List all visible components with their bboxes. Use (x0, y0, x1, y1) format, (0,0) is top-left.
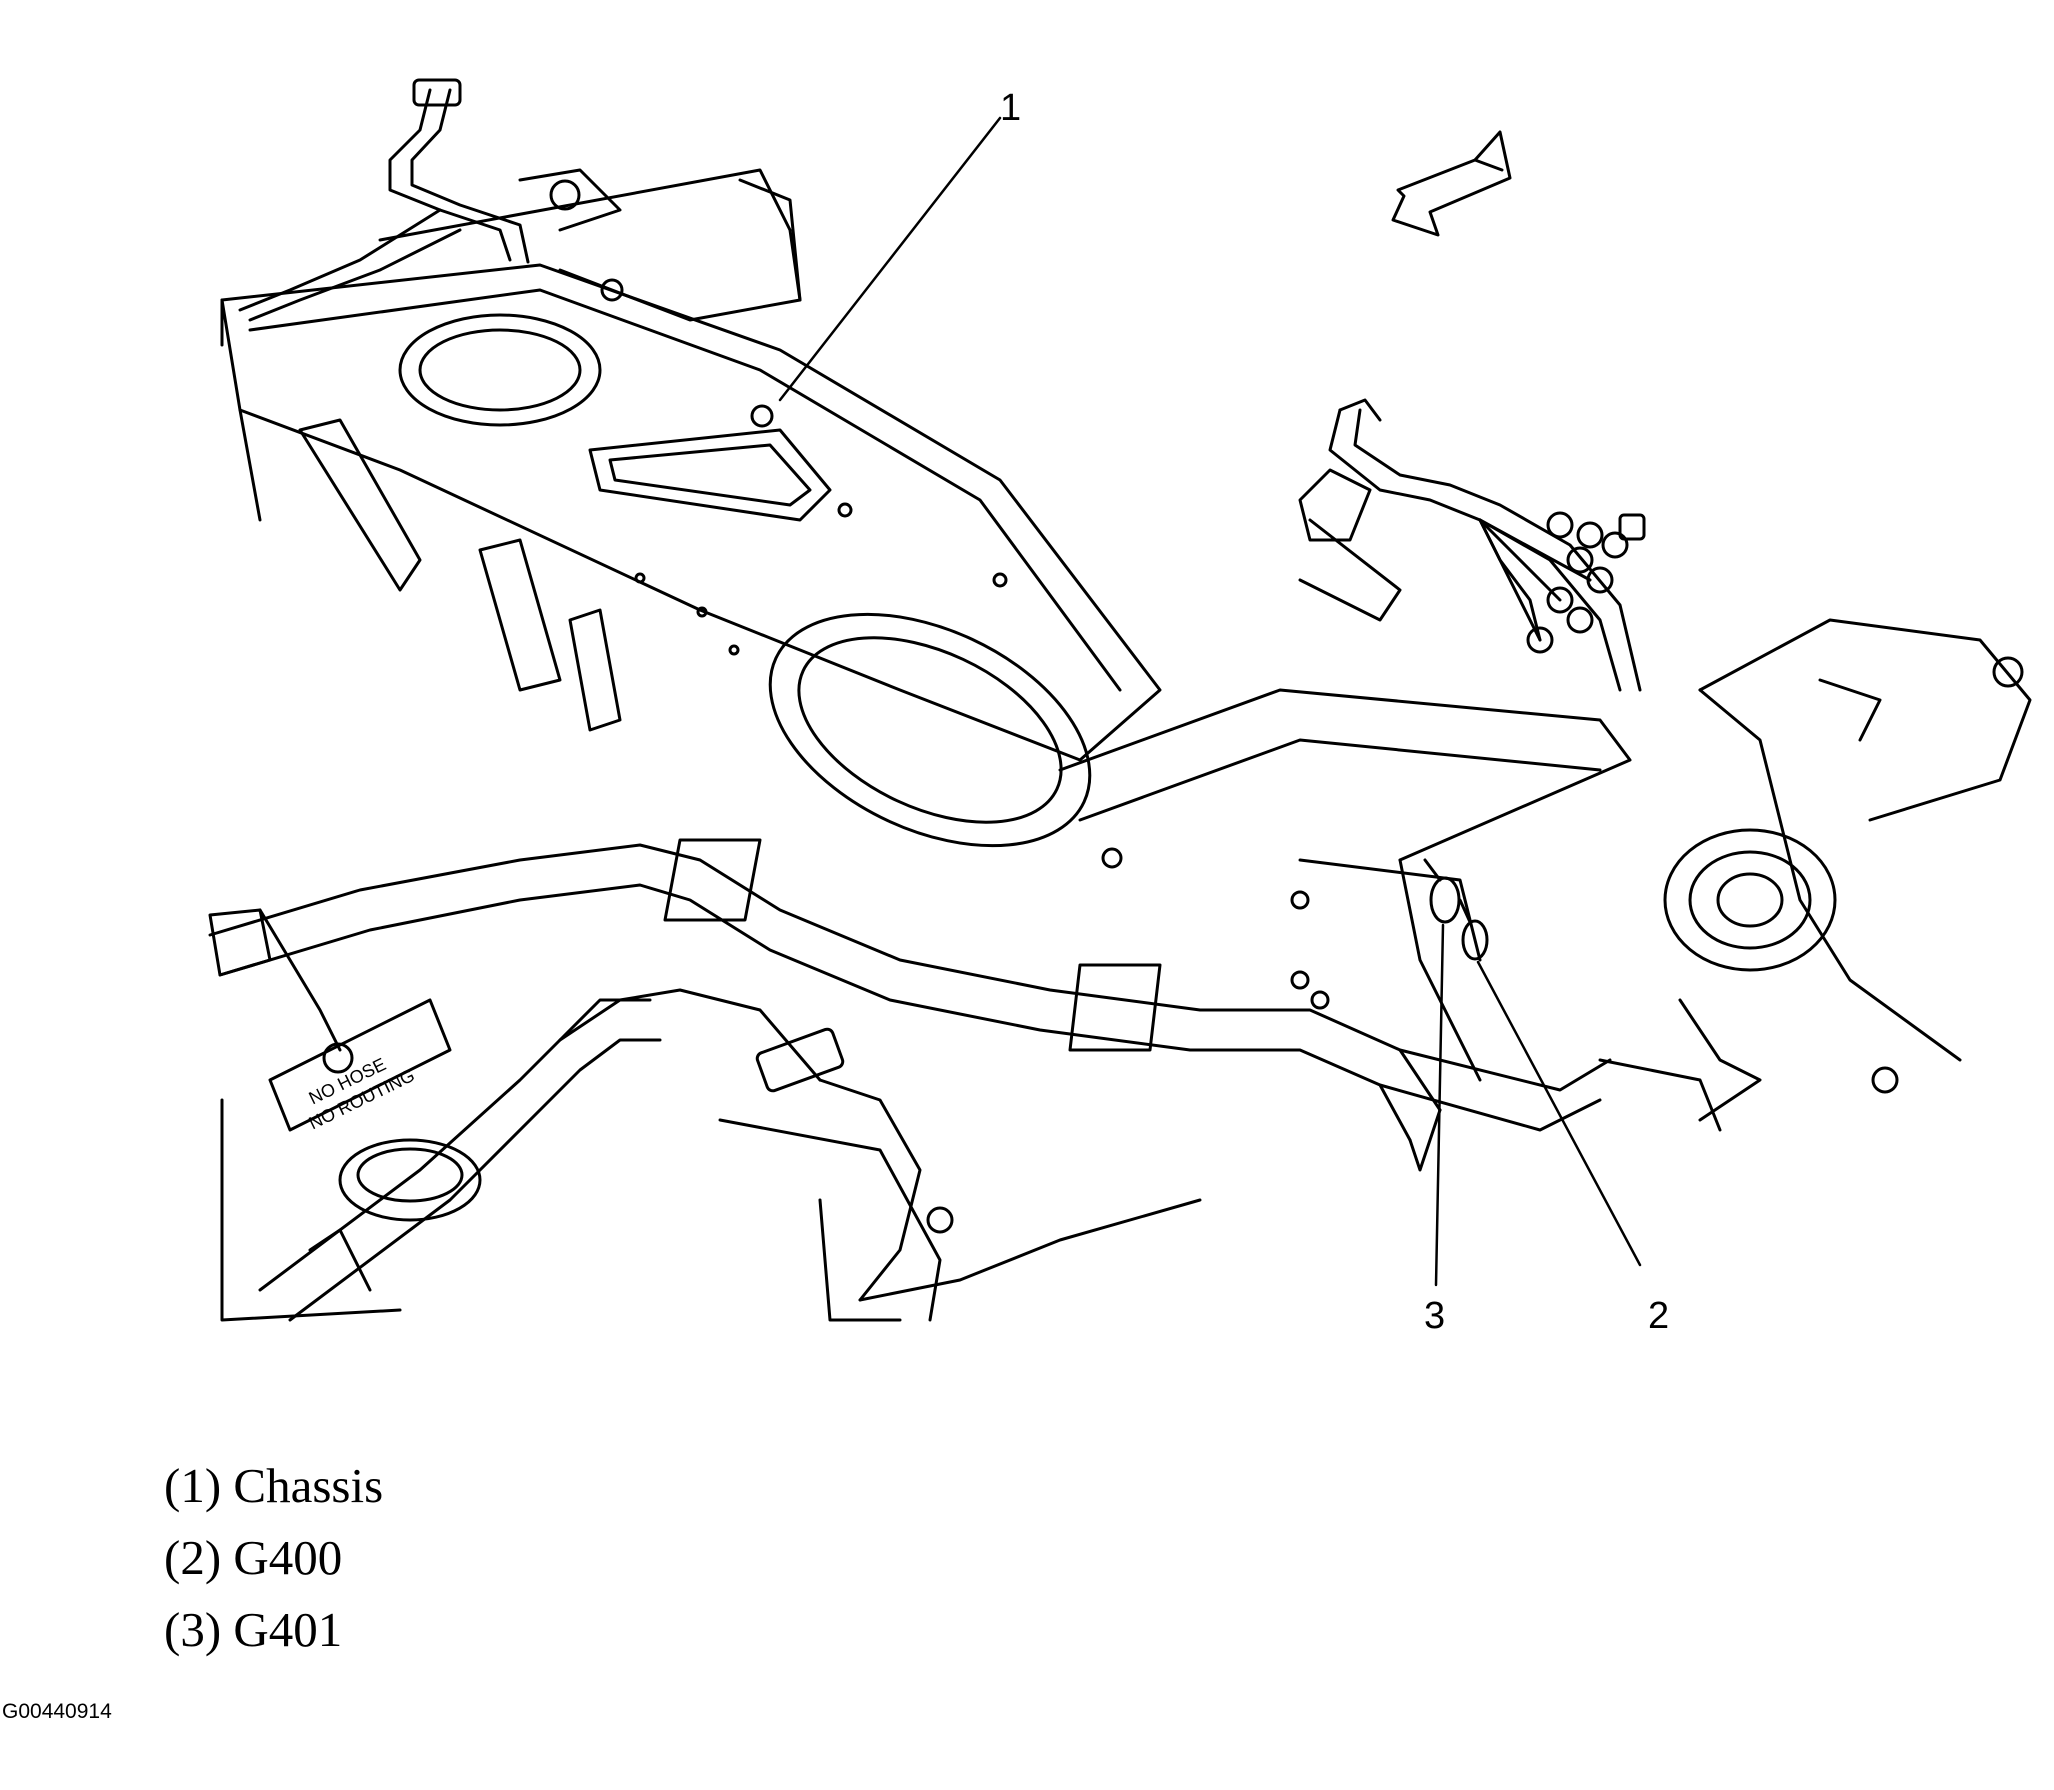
upper-frame-bracket (378, 168, 802, 322)
main-wiring-harness (208, 838, 1612, 1172)
figure-code: G00440914 (2, 1700, 112, 1723)
legend-item-g400: (2) G400 (164, 1530, 343, 1585)
callout-2-leader (1476, 960, 1642, 1267)
legend: (1) Chassis (2) G400 (3) G401 (164, 1450, 383, 1666)
floor-round-opening (220, 1098, 482, 1322)
callout-2-label: 2 (1648, 1295, 1669, 1337)
legend-item-g401: (3) G401 (164, 1602, 343, 1657)
callout-1-label: 1 (1000, 87, 1021, 129)
left-lower-harness (258, 988, 1202, 1322)
direction-arrow-icon (1391, 130, 1512, 237)
no-hose-routing-plate: NO HOSE NO ROUTING (268, 998, 452, 1133)
ground-g400-eyelet (1458, 898, 1489, 961)
callout-3-leader (1434, 923, 1445, 1287)
upper-wiring-harness (238, 78, 530, 322)
chassis-crossmember (220, 263, 1310, 910)
frame-rail (1058, 688, 1632, 1082)
ground-g401-eyelet (1423, 858, 1461, 924)
right-upper-harness (1298, 398, 1646, 692)
right-axle-assembly (1598, 618, 2032, 1132)
callout-1-leader (778, 116, 1002, 402)
left-pipe (208, 908, 354, 1074)
legend-item-chassis: (1) Chassis (164, 1458, 384, 1513)
callout-3-label: 3 (1424, 1295, 1445, 1337)
